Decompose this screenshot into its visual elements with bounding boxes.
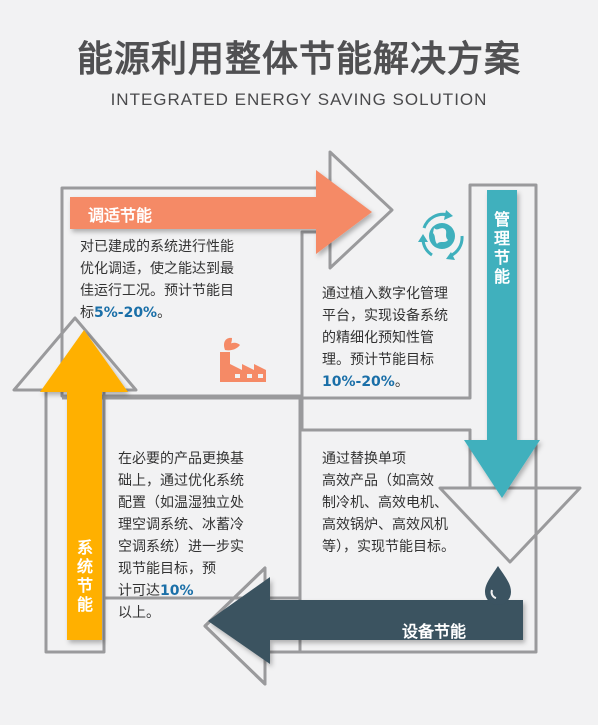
arrow-xitong <box>40 330 128 640</box>
text-tiaoshi: 对已建成的系统进行性能 优化调适，使之能达到最 佳运行工况。预计节能目 标5%-… <box>80 239 234 321</box>
frame-top-left <box>60 150 394 398</box>
label-tiaoshi: 调适节能 <box>88 206 153 225</box>
frame-top-right <box>300 183 582 564</box>
water-drop-icon <box>485 566 511 605</box>
text-shebei: 通过替换单项 高效产品（如高效 制冷机、高效电机、 高效锅炉、高效风机 等），实… <box>322 451 455 555</box>
page-subtitle: INTEGRATED ENERGY SAVING SOLUTION <box>110 90 488 109</box>
target-xitong: 10% <box>160 583 194 599</box>
text-guanli: 通过植入数字化管理 平台，实现设备系统 的精细化预知性管 理。预计节能目标 10… <box>322 286 448 390</box>
arrow-guanli <box>464 190 540 498</box>
target-tiaoshi: 5%-20% <box>94 305 158 321</box>
target-guanli: 10%-20% <box>322 374 395 390</box>
arrow-tiaoshi <box>70 170 372 254</box>
text-xitong: 在必要的产品更换基 础上，通过优化系统 配置（如温湿独立处 理空调系统、冰蓄冷 … <box>118 451 244 621</box>
label-guanli: 管理节能 <box>493 210 510 286</box>
page-title: 能源利用整体节能解决方案 <box>76 39 521 80</box>
factory-icon <box>220 337 266 382</box>
label-shebei: 设备节能 <box>402 622 467 641</box>
label-xitong: 系统节能 <box>76 538 93 614</box>
globe-recycle-icon <box>418 210 464 260</box>
arrow-shebei <box>208 577 523 664</box>
frame-bottom-left <box>62 396 302 686</box>
